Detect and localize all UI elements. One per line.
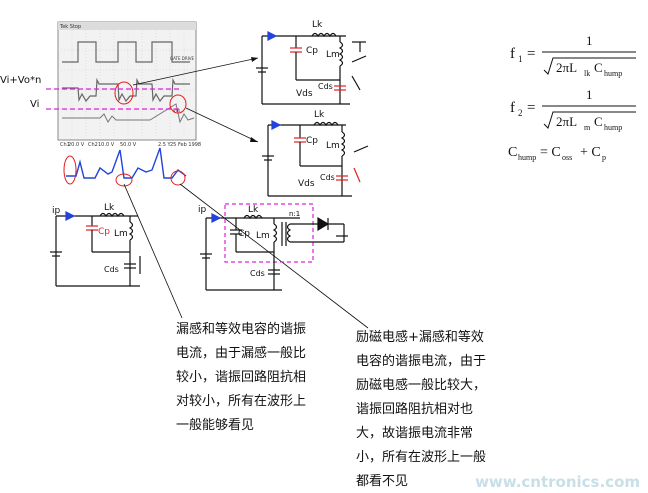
formulas: f 1 = 1 2πL lk C hump f 2 = 1 2πL m C hu… xyxy=(508,33,636,162)
ring-highlight-2 xyxy=(169,94,187,114)
svg-text:Tek Stop: Tek Stop xyxy=(59,24,81,30)
f1-den-sub1: lk xyxy=(584,69,590,78)
f1-den-c: C xyxy=(594,60,603,75)
current-waveform xyxy=(63,147,187,187)
scope-ch1-label: Ch1 xyxy=(60,142,70,148)
svg-text:=: = xyxy=(527,46,535,62)
scope-timebase: 2.5 Y xyxy=(158,142,172,148)
watermark: www.cntronics.com xyxy=(475,473,640,491)
svg-text:Vds: Vds xyxy=(173,108,180,113)
bl-lk-label: Lk xyxy=(104,203,115,213)
bm-lk-label: Lk xyxy=(248,205,259,215)
mr-cds-label: Cds xyxy=(320,173,335,182)
mr-vds-label: Vds xyxy=(298,179,315,189)
scope-ch3-scale: 50.0 V xyxy=(120,142,137,148)
svg-text:GATE DRIVE: GATE DRIVE xyxy=(170,56,195,61)
tr-lm-label: Lm xyxy=(326,50,340,60)
f2-subscript: 2 xyxy=(518,108,523,118)
oscilloscope-screen: Tek Stop GATE DRIVE Vds Ch1 20.0 V Ch2 1… xyxy=(57,21,201,148)
svg-text:=: = xyxy=(527,100,535,116)
scope-date: 25 Feb 1998 xyxy=(170,142,201,148)
pointer-line-2 xyxy=(185,107,259,143)
vi-label: Vi xyxy=(30,99,39,110)
bl-ip-label: ip xyxy=(52,206,61,216)
f1-den-sub2: hump xyxy=(604,69,622,78)
coss-sub: oss xyxy=(562,153,572,162)
bl-cds-label: Cds xyxy=(104,265,119,274)
circuit-bottom-left xyxy=(50,211,141,287)
f2-den-sub1: m xyxy=(584,123,591,132)
ringing-waveform xyxy=(62,103,195,124)
mr-cp-label: Cp xyxy=(306,136,318,146)
bl-cp-label: Cp xyxy=(98,227,110,237)
f1-den-main: 2πL xyxy=(556,60,577,75)
bm-lm-label: Lm xyxy=(256,231,270,241)
f2-symbol: f xyxy=(510,100,515,116)
chump-plus: + C xyxy=(580,145,601,160)
f2-den-main: 2πL xyxy=(556,114,577,129)
scope-ch2-scale: 10.0 V xyxy=(98,142,115,148)
vds-waveform xyxy=(62,77,190,103)
scope-ch1-scale: 20.0 V xyxy=(68,142,85,148)
note-leakage-resonance: 漏感和等效电容的谐振电流，由于漏感一般比较小，谐振回路阻抗相对较小，所有在波形上… xyxy=(176,322,307,433)
f2-den-c: C xyxy=(594,114,603,129)
bl-lm-label: Lm xyxy=(114,229,128,239)
bm-ip-label: ip xyxy=(198,205,207,215)
circuit-top-right xyxy=(256,31,367,105)
gate-waveform xyxy=(62,41,190,63)
tr-cds-label: Cds xyxy=(318,82,333,91)
note-left-pointer xyxy=(123,183,183,319)
chump-c: C xyxy=(508,145,517,160)
mr-lk-label: Lk xyxy=(314,110,325,120)
vi-vo-n-label: Vi+Vo*n xyxy=(0,75,41,86)
tr-vds-label: Vds xyxy=(296,89,313,99)
bm-cp-label: Cp xyxy=(238,229,250,239)
bm-cds-label: Cds xyxy=(250,269,265,278)
cp-sub: p xyxy=(602,153,606,162)
f2-den-sub2: hump xyxy=(604,123,622,132)
f1-subscript: 1 xyxy=(518,54,523,64)
tr-cp-label: Cp xyxy=(306,46,318,56)
scope-ch2-label: Ch2 xyxy=(88,142,98,148)
ring-highlight-1 xyxy=(114,81,134,105)
chump-eq: = C xyxy=(540,145,561,160)
tr-lk-label: Lk xyxy=(312,20,323,30)
mr-lm-label: Lm xyxy=(326,141,340,151)
circuit-bottom-mid xyxy=(200,203,348,291)
chump-sub: hump xyxy=(518,153,536,162)
circuit-mid-right xyxy=(262,120,369,197)
note-magnetizing-resonance: 励磁电感+漏感和等效电容的谐振电流，由于励磁电感一般比较大，谐振回路阻抗相对也大… xyxy=(356,330,487,489)
bm-ratio-label: n:1 xyxy=(289,210,300,218)
pointer-line-1 xyxy=(132,57,259,86)
f1-numerator: 1 xyxy=(586,33,593,48)
f1-symbol: f xyxy=(510,46,515,62)
f2-numerator: 1 xyxy=(586,87,593,102)
